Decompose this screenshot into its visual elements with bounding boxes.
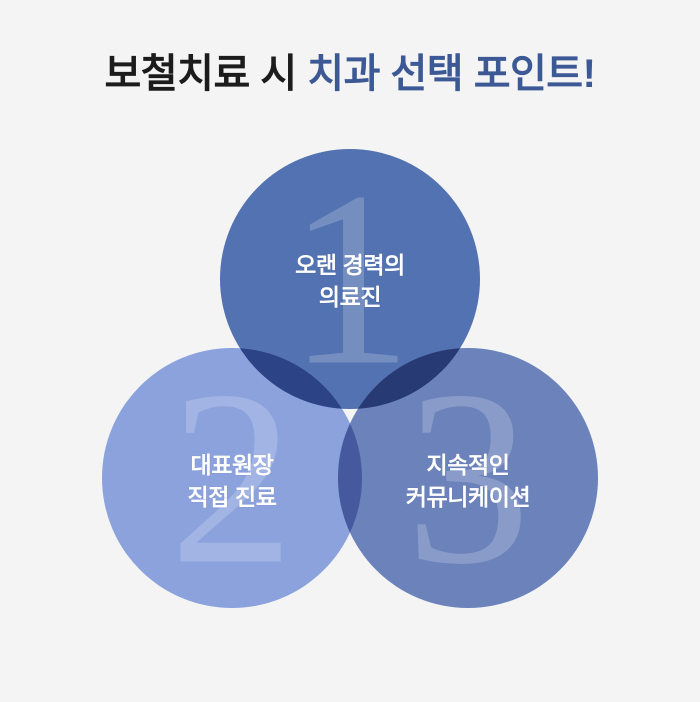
title-line: 보철치료 시 치과 선택 포인트! bbox=[105, 52, 596, 96]
title-part-dark: 보철치료 시 bbox=[104, 52, 308, 96]
venn-circle-2[interactable] bbox=[102, 348, 362, 608]
title-part-blue: 치과 선택 포인트! bbox=[307, 52, 596, 96]
venn-label-2-line1: 대표원장 bbox=[190, 452, 274, 478]
venn-label-3-line2: 커뮤니케이션 bbox=[405, 483, 531, 510]
venn-label-1-line1: 오랜 경력의 bbox=[295, 252, 405, 278]
venn-number-2: 2 bbox=[170, 340, 295, 617]
venn-circle-1[interactable] bbox=[220, 149, 480, 409]
venn-label-3-line1: 지속적인 bbox=[426, 452, 510, 478]
venn-number-1: 1 bbox=[288, 141, 413, 418]
venn-label-2-line2: 직접 진료 bbox=[187, 483, 277, 510]
venn-circle-3[interactable] bbox=[338, 348, 598, 608]
venn-label-1[interactable]: 오랜 경력의 의료진 bbox=[230, 250, 470, 313]
venn-label-3[interactable]: 지속적인 커뮤니케이션 bbox=[348, 450, 588, 513]
venn-label-1-line2: 의료진 bbox=[318, 283, 382, 310]
venn-label-2[interactable]: 대표원장 직접 진료 bbox=[112, 450, 352, 513]
page-title: 보철치료 시 치과 선택 포인트! bbox=[0, 52, 700, 96]
venn-number-3: 3 bbox=[406, 340, 531, 617]
